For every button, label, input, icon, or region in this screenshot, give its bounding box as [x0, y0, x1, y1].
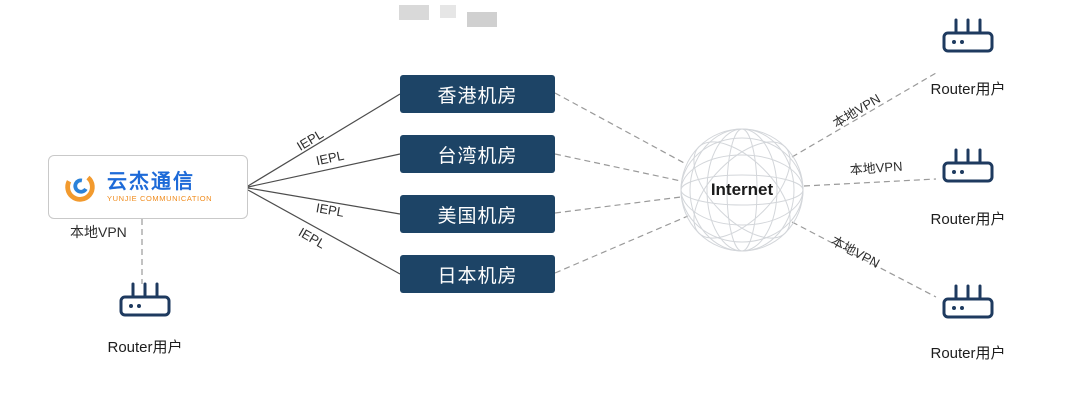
- router-user-top: [939, 16, 997, 67]
- local-vpn-label-left: 本地VPN: [70, 224, 127, 240]
- iepl-label-1: IEPL: [294, 126, 326, 154]
- internet-globe: Internet: [679, 127, 805, 253]
- router-user-middle: [939, 146, 997, 197]
- router-user-left: [116, 280, 174, 331]
- datacenter-node-hongkong: 香港机房: [400, 75, 555, 113]
- internet-label: Internet: [710, 180, 774, 199]
- yunjie-logo-icon: [65, 172, 95, 202]
- watermark-artifact-3: [467, 12, 497, 27]
- router-user-label-left: Router用户: [107, 339, 183, 356]
- dashed-line-taiwan-internet: [554, 153, 682, 182]
- watermark-artifact-1: [399, 5, 429, 20]
- iepl-label-3: IEPL: [314, 200, 346, 220]
- router-icon: [942, 148, 994, 183]
- datacenter-node-taiwan: 台湾机房: [400, 135, 555, 173]
- datacenter-node-japan: 日本机房: [400, 255, 555, 293]
- logo-title: 云杰通信: [107, 170, 195, 193]
- router-icon: [119, 282, 171, 317]
- globe-wireframe-icon: [680, 128, 804, 252]
- datacenter-node-usa: 美国机房: [400, 195, 555, 233]
- router-user-label-bottom: Router用户: [930, 345, 1006, 362]
- router-icon: [942, 18, 994, 53]
- logo-text: 云杰通信 YUNJIE COMMUNICATION: [107, 171, 212, 203]
- iepl-label-4: IEPL: [296, 224, 328, 252]
- local-vpn-label-top: 本地VPN: [830, 90, 883, 131]
- dashed-line-internet-router-middle: [803, 178, 937, 187]
- dashed-line-hongkong-internet: [554, 92, 687, 165]
- logo-subtitle: YUNJIE COMMUNICATION: [107, 193, 213, 203]
- watermark-artifact-2: [440, 5, 456, 18]
- dashed-line-usa-internet: [554, 196, 682, 214]
- local-vpn-label-middle: 本地VPN: [849, 158, 903, 178]
- logo-card: 云杰通信 YUNJIE COMMUNICATION: [48, 155, 248, 219]
- router-user-label-middle: Router用户: [930, 211, 1006, 228]
- local-vpn-label-bottom: 本地VPN: [828, 232, 883, 271]
- router-user-label-top: Router用户: [930, 81, 1006, 98]
- dashed-line-japan-internet: [554, 215, 689, 274]
- router-user-bottom: [939, 282, 997, 333]
- router-icon: [942, 284, 994, 319]
- iepl-label-2: IEPL: [314, 147, 346, 169]
